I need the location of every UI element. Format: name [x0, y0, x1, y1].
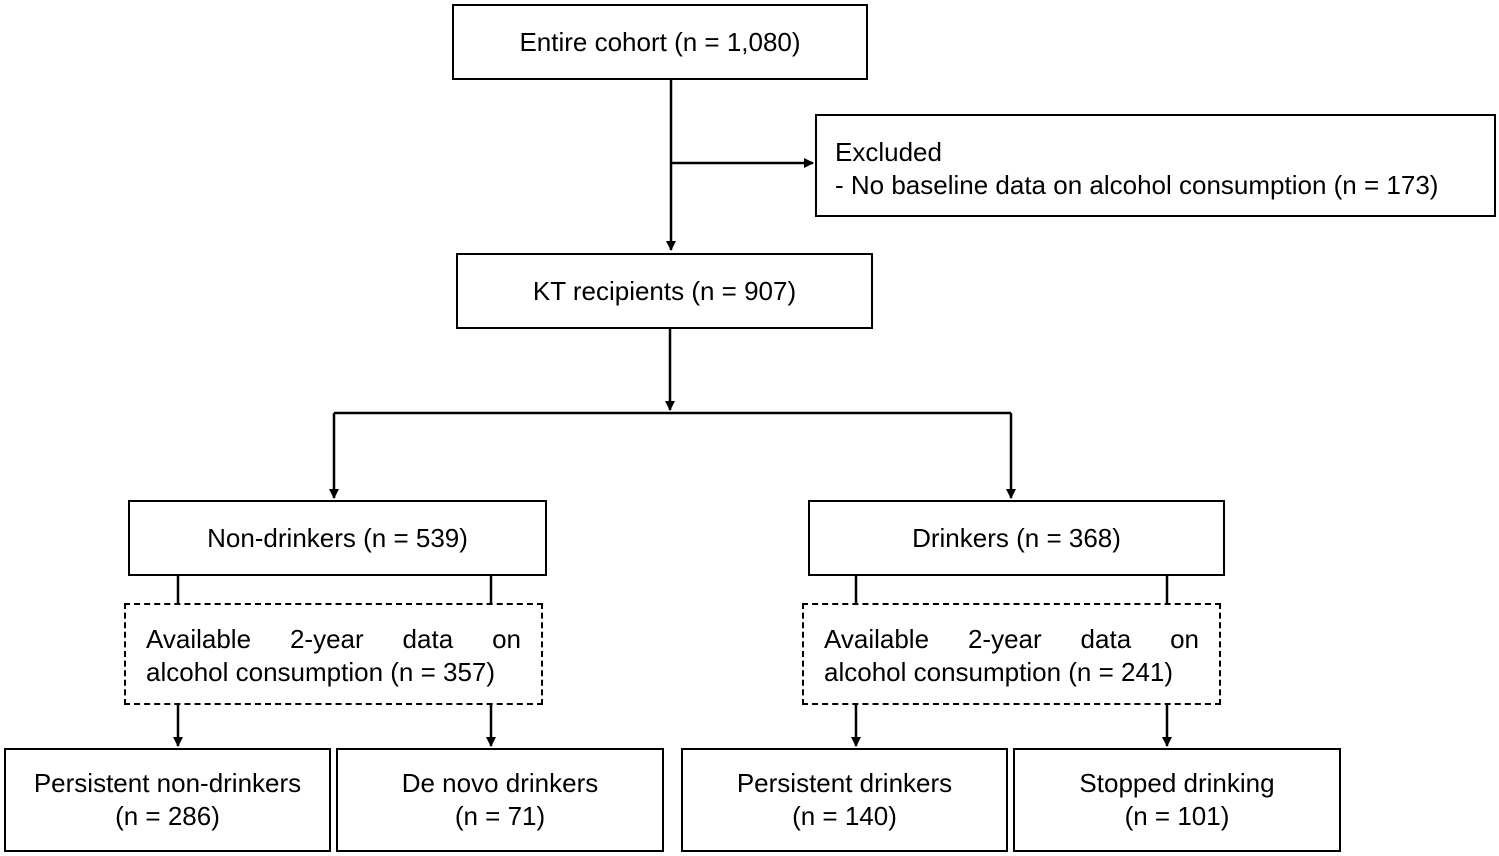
stopped-line1: Stopped drinking — [1079, 768, 1275, 798]
entire-cohort-label: Entire cohort (n = 1,080) — [519, 26, 801, 57]
available-drk-line2: alcohol consumption (n = 241) — [824, 657, 1174, 687]
persistent-drk-line2: (n = 140) — [792, 801, 897, 831]
excluded-reason: - No baseline data on alcohol consumptio… — [835, 170, 1439, 200]
de-novo-drinkers-box: De novo drinkers (n = 71) — [336, 748, 664, 852]
non-drinkers-label: Non-drinkers (n = 539) — [207, 522, 468, 553]
persistent-non-line1: Persistent non-drinkers — [33, 768, 302, 798]
kt-recipients-box: KT recipients (n = 907) — [456, 253, 873, 329]
persistent-non-line2: (n = 286) — [115, 801, 220, 831]
de-novo-line1: De novo drinkers — [401, 768, 599, 798]
available-non-line2: alcohol consumption (n = 357) — [146, 657, 496, 687]
persistent-drk-line1: Persistent drinkers — [736, 768, 953, 798]
available-data-drinkers-box: Available 2-year data on alcohol consump… — [802, 603, 1221, 705]
stopped-drinking-box: Stopped drinking (n = 101) — [1013, 748, 1341, 852]
non-drinkers-box: Non-drinkers (n = 539) — [128, 500, 547, 576]
entire-cohort-box: Entire cohort (n = 1,080) — [452, 4, 868, 80]
drinkers-box: Drinkers (n = 368) — [808, 500, 1225, 576]
drinkers-label: Drinkers (n = 368) — [912, 522, 1121, 553]
de-novo-line2: (n = 71) — [454, 801, 546, 831]
available-non-line1: Available 2-year data on — [146, 624, 521, 654]
kt-recipients-label: KT recipients (n = 907) — [532, 275, 797, 306]
excluded-title: Excluded — [835, 137, 942, 167]
stopped-line2: (n = 101) — [1124, 801, 1230, 831]
persistent-drinkers-box: Persistent drinkers (n = 140) — [681, 748, 1008, 852]
available-data-non-drinkers-box: Available 2-year data on alcohol consump… — [124, 603, 543, 705]
excluded-box: Excluded - No baseline data on alcohol c… — [815, 114, 1496, 217]
available-drk-line1: Available 2-year data on — [824, 624, 1199, 654]
persistent-non-drinkers-box: Persistent non-drinkers (n = 286) — [4, 748, 331, 852]
